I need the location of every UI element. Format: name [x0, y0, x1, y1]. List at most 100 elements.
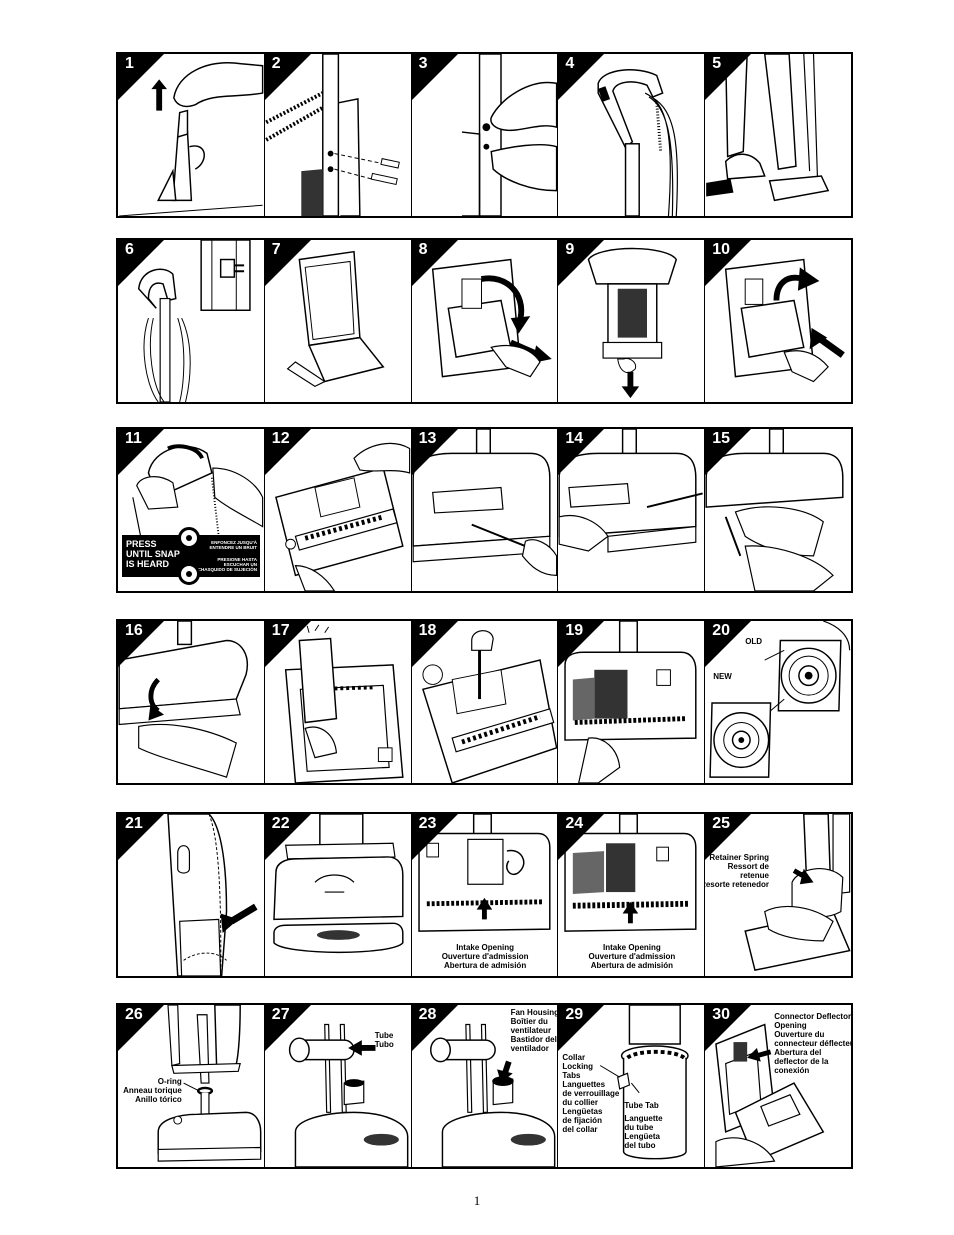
- step-24-number: 24: [565, 815, 584, 832]
- step-3-panel: 3: [411, 54, 559, 216]
- steps-row-4: 16 17 18: [116, 619, 853, 785]
- step-8-badge: [411, 240, 458, 286]
- step-11-number: 11: [125, 430, 142, 447]
- step-15-panel: 15: [705, 429, 851, 591]
- step-30-panel: Connector Deflector Opening Ouverture du…: [705, 1005, 851, 1167]
- step-5-badge: [705, 54, 752, 100]
- step-25-number: 25: [712, 815, 730, 832]
- step-5-panel: 5: [705, 54, 851, 216]
- step-28-number: 28: [418, 1006, 437, 1023]
- step-18-panel: 18: [411, 621, 559, 783]
- step-24-panel: Intake Opening Ouverture d'admission Abe…: [558, 814, 706, 976]
- step-1-number: 1: [125, 55, 134, 72]
- step-10-badge: [705, 240, 752, 286]
- collar-locking-tabs-label: Collar Locking Tabs Languettes de verrou…: [562, 1053, 620, 1134]
- step-14-number: 14: [565, 430, 584, 447]
- step-4-number: 4: [565, 55, 575, 72]
- step-8-illustration: [431, 258, 552, 378]
- step-26-illustration: [157, 1005, 262, 1162]
- snap-indicator-icon: [178, 563, 200, 585]
- step-20-badge: [705, 621, 752, 667]
- step-23-badge: [411, 814, 458, 860]
- fan-housing-label: Fan Housing Boîtier du ventilateur Basti…: [510, 1008, 559, 1053]
- connector-deflector-label: Connector Deflector Opening Ouverture du…: [774, 1012, 851, 1075]
- step-6-illustration: [137, 240, 251, 402]
- page-number: 1: [473, 1193, 481, 1208]
- step-16-panel: 16: [118, 621, 265, 783]
- step-14-illustration: [558, 429, 704, 553]
- new-label: NEW: [713, 672, 732, 681]
- step-22-badge: [264, 814, 311, 860]
- step-17-illustration: [284, 624, 404, 783]
- step-4-panel: 4: [558, 54, 706, 216]
- step-27-illustration: [288, 1023, 409, 1167]
- step-27-panel: Tube Tubo 27: [264, 1005, 412, 1167]
- step-17-badge: [264, 621, 311, 667]
- tube-tab-label: Tube Tab Languette du tube Lengüeta del …: [624, 1101, 663, 1150]
- step-3-badge: [411, 54, 458, 100]
- step-25-badge: [705, 814, 752, 860]
- steps-row-1: 1 2 3: [116, 52, 853, 218]
- step-9-panel: 9: [558, 240, 706, 402]
- step-28-badge: [411, 1005, 458, 1051]
- intake-opening-label: Intake Opening Ouverture d'admission Abe…: [588, 943, 676, 970]
- step-7-panel: 7: [264, 240, 412, 402]
- step-23-panel: Intake Opening Ouverture d'admission Abe…: [411, 814, 559, 976]
- step-2-number: 2: [271, 55, 281, 72]
- step-25-illustration: [744, 814, 851, 972]
- step-9-badge: [558, 240, 605, 286]
- step-14-panel: 14: [558, 429, 706, 591]
- step-26-number: 26: [125, 1006, 143, 1023]
- step-25-panel: Retainer Spring Ressort de retenue Resor…: [705, 814, 851, 976]
- step-26-badge: [118, 1005, 164, 1051]
- press-label-en: PRESS UNTIL SNAP IS HEARD: [126, 539, 180, 569]
- step-19-panel: 19: [558, 621, 706, 783]
- step-9-illustration: [588, 247, 678, 399]
- step-20-illustration: [709, 621, 851, 778]
- step-1-badge: [118, 54, 164, 100]
- step-12-illustration: [274, 442, 411, 591]
- step-12-number: 12: [271, 430, 290, 447]
- o-ring-label: O-ring Anneau torique Anillo tórico: [123, 1077, 182, 1104]
- step-1-panel: 1: [118, 54, 265, 216]
- step-20-panel: OLD NEW 20: [705, 621, 851, 783]
- intake-opening-label: Intake Opening Ouverture d'admission Abe…: [441, 943, 529, 970]
- step-17-number: 17: [271, 622, 290, 639]
- step-10-panel: 10: [705, 240, 851, 402]
- step-28-illustration: [429, 1023, 556, 1167]
- step-21-badge: [118, 814, 164, 860]
- step-13-number: 13: [418, 430, 437, 447]
- step-11-illustration: [132, 444, 264, 537]
- step-5-number: 5: [712, 55, 722, 72]
- step-4-badge: [558, 54, 605, 100]
- step-2-illustration: [265, 54, 400, 216]
- step-19-number: 19: [565, 622, 584, 639]
- step-19-illustration: [564, 621, 697, 783]
- step-8-number: 8: [418, 241, 428, 258]
- step-7-number: 7: [271, 241, 281, 258]
- step-12-panel: 12: [264, 429, 412, 591]
- step-18-badge: [411, 621, 458, 667]
- step-11-badge: [118, 429, 164, 475]
- step-26-panel: O-ring Anneau torique Anillo tórico 26: [118, 1005, 265, 1167]
- step-13-badge: [411, 429, 458, 475]
- step-30-number: 30: [712, 1006, 730, 1023]
- old-label: OLD: [745, 637, 763, 646]
- steps-row-2: 6 7 8: [116, 238, 853, 404]
- step-8-panel: 8: [411, 240, 559, 402]
- steps-row-6: O-ring Anneau torique Anillo tórico 26 T…: [116, 1003, 853, 1169]
- step-28-panel: Fan Housing Boîtier du ventilateur Basti…: [411, 1005, 559, 1167]
- steps-row-3: PRESS UNTIL SNAP IS HEARD ENFONCEZ JUSQU…: [116, 427, 853, 593]
- step-15-number: 15: [712, 430, 730, 447]
- step-12-badge: [264, 429, 311, 475]
- step-24-badge: [558, 814, 605, 860]
- step-11-panel: PRESS UNTIL SNAP IS HEARD ENFONCEZ JUSQU…: [118, 429, 265, 591]
- step-29-illustration: [600, 1005, 690, 1160]
- step-21-panel: 21: [118, 814, 265, 976]
- step-22-panel: 22: [264, 814, 412, 976]
- step-16-number: 16: [125, 622, 143, 639]
- step-23-number: 23: [418, 815, 437, 832]
- step-7-illustration: [286, 250, 385, 388]
- step-7-badge: [264, 240, 311, 286]
- step-15-badge: [705, 429, 752, 475]
